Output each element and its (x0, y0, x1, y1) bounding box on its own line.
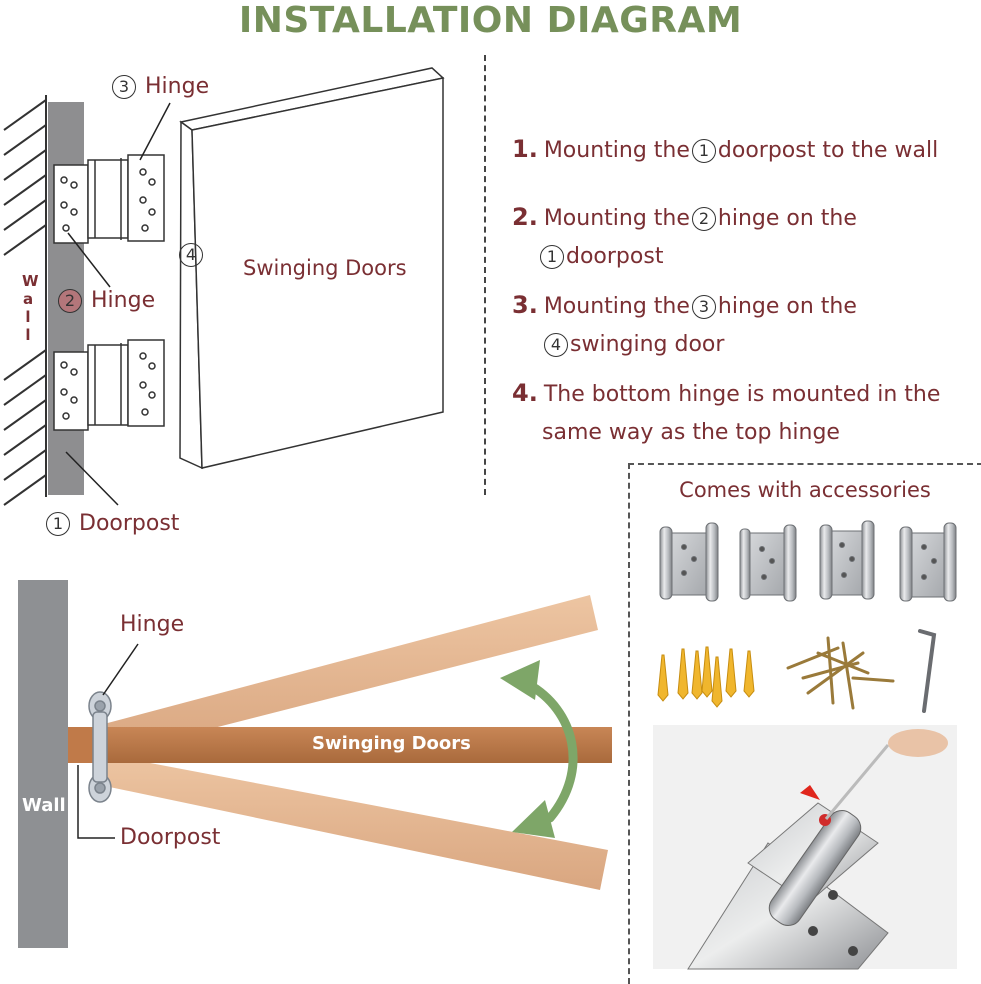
step-number: 3. (512, 291, 538, 319)
number-circle: 3 (112, 75, 136, 99)
step-text: same way as the top hinge (542, 420, 840, 445)
door-label: Swinging Doors (243, 256, 407, 280)
arrow-head-down (512, 800, 555, 838)
number-circle: 1 (691, 139, 716, 163)
hinge-3-label: 3 Hinge (110, 74, 209, 99)
step-number: 4. (512, 379, 538, 407)
number-circle: 4 (544, 333, 568, 357)
step-4-line-2: same way as the top hinge (512, 414, 940, 452)
closeup-photo (653, 725, 957, 970)
hinge-label: Hinge (120, 612, 185, 637)
doorpost-bottom-label: Doorpost (120, 825, 221, 850)
top-hinge-shape (53, 154, 165, 244)
leader-lines (77, 643, 139, 839)
wall-shape (18, 580, 68, 948)
step-text: hinge on the (717, 294, 857, 319)
screws (786, 636, 895, 710)
bottom-hinge-shape (53, 339, 165, 431)
wall-vertical-label: W a l l (22, 272, 39, 344)
hinge-shape (88, 691, 112, 803)
step-text: Mounting the (543, 206, 690, 231)
wall-letter: a (22, 290, 34, 308)
doorpost-text: Doorpost (79, 511, 180, 536)
door-open-down (100, 755, 608, 890)
wall-label: Wall (22, 795, 66, 816)
wall-anchors (657, 646, 755, 708)
number-circle: 2 (691, 207, 716, 231)
page-title: INSTALLATION DIAGRAM (238, 0, 743, 41)
wall-letter: W (22, 272, 39, 290)
arrow-head-up (500, 660, 540, 700)
door-slab-shape (179, 67, 445, 470)
number-circle: 1 (540, 245, 564, 269)
doorpost-label: 1 Doorpost (44, 511, 179, 536)
accessories-illustration (653, 520, 957, 970)
accessories-panel (628, 463, 981, 984)
top-diagram (3, 67, 445, 506)
allen-key (918, 629, 937, 713)
step-text: Mounting the (543, 138, 690, 163)
step-text: doorpost to the wall (717, 138, 939, 163)
wall-letter: l (25, 308, 31, 326)
wall-hatching (3, 95, 47, 506)
step-text: Mounting the (543, 294, 690, 319)
step-number: 2. (512, 203, 538, 231)
step-text: swinging door (570, 332, 725, 357)
section-divider (484, 55, 486, 495)
door-closed (68, 727, 612, 763)
hinge-2-text: Hinge (91, 288, 156, 313)
number-circle: 4 (179, 243, 203, 267)
step-number: 1. (512, 135, 538, 163)
number-circle: 3 (691, 295, 716, 319)
rotation-arrow (523, 679, 578, 823)
number-circle: 2 (58, 289, 82, 313)
step-text: hinge on the (717, 206, 857, 231)
step-4: 4.The bottom hinge is mounted in the (512, 374, 940, 414)
step-text: doorpost (566, 244, 664, 269)
hinge-2-label: 2 Hinge (56, 288, 155, 313)
wall-letter: l (25, 326, 31, 344)
door-open-up (100, 595, 598, 755)
bottom-diagram (18, 580, 612, 948)
step-text: The bottom hinge is mounted in the (543, 382, 941, 407)
hinge-set (659, 520, 957, 602)
accessories-title: Comes with accessories (679, 478, 931, 502)
door-number-label: 4 (177, 243, 205, 267)
number-circle: 1 (46, 512, 70, 536)
swinging-doors-label: Swinging Doors (312, 733, 471, 754)
leader-lines (65, 102, 171, 506)
hinge-3-text: Hinge (145, 74, 210, 99)
